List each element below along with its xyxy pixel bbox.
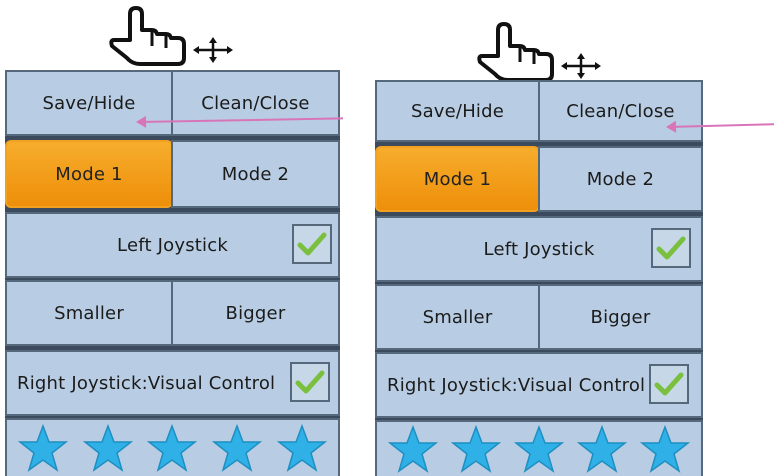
smaller-button[interactable]: Smaller — [5, 280, 173, 346]
star-icon[interactable] — [18, 424, 69, 472]
size-row: Smaller Bigger — [375, 284, 703, 350]
control-panel-2: Save/Hide Clean/Close Mode 1 Mode 2 Left… — [375, 80, 703, 476]
left-joystick-label: Left Joystick — [375, 216, 703, 282]
size-row: Smaller Bigger — [5, 280, 340, 346]
star-icon[interactable] — [640, 425, 691, 473]
mode-2-button[interactable]: Mode 2 — [538, 146, 703, 212]
left-joystick-label: Left Joystick — [5, 212, 340, 278]
smaller-button[interactable]: Smaller — [375, 284, 540, 350]
right-joystick-checkbox[interactable] — [649, 364, 689, 404]
star-icon[interactable] — [577, 425, 628, 473]
checkmark-icon — [656, 236, 686, 260]
star-icon[interactable] — [450, 425, 501, 473]
mode-row: Mode 1 Mode 2 — [375, 146, 703, 212]
mode-row: Mode 1 Mode 2 — [5, 140, 340, 208]
star-icon[interactable] — [387, 425, 438, 473]
save-hide-button[interactable]: Save/Hide — [375, 80, 540, 142]
star-icon[interactable] — [212, 424, 263, 472]
star-icon[interactable] — [276, 424, 327, 472]
bigger-button[interactable]: Bigger — [538, 284, 703, 350]
right-joystick-label: Right Joystick:Visual Control — [375, 352, 703, 418]
right-joystick-row: Right Joystick:Visual Control — [375, 352, 703, 418]
right-joystick-row: Right Joystick:Visual Control — [5, 350, 340, 416]
clean-close-button[interactable]: Clean/Close — [538, 80, 703, 142]
right-joystick-label: Right Joystick:Visual Control — [5, 350, 340, 416]
star-icon[interactable] — [513, 425, 564, 473]
left-joystick-row: Left Joystick — [5, 212, 340, 278]
hand-pointer-move-icon — [100, 6, 240, 66]
checkmark-icon — [297, 232, 327, 256]
bigger-button[interactable]: Bigger — [171, 280, 340, 346]
top-row: Save/Hide Clean/Close — [375, 80, 703, 142]
control-panel-1: Save/Hide Clean/Close Mode 1 Mode 2 Left… — [5, 70, 340, 476]
mode-1-button[interactable]: Mode 1 — [375, 146, 540, 212]
checkmark-icon — [654, 372, 684, 396]
clean-close-button[interactable]: Clean/Close — [171, 70, 340, 136]
checkmark-icon — [295, 370, 325, 394]
top-row: Save/Hide Clean/Close — [5, 70, 340, 136]
star-icon[interactable] — [147, 424, 198, 472]
mode-2-button[interactable]: Mode 2 — [171, 140, 340, 208]
star-rating[interactable] — [375, 420, 703, 476]
save-hide-button[interactable]: Save/Hide — [5, 70, 173, 136]
left-joystick-checkbox[interactable] — [651, 228, 691, 268]
hand-pointer-move-icon — [468, 22, 608, 82]
star-rating[interactable] — [5, 418, 340, 476]
left-joystick-row: Left Joystick — [375, 216, 703, 282]
left-joystick-checkbox[interactable] — [292, 224, 332, 264]
star-icon[interactable] — [82, 424, 133, 472]
right-joystick-checkbox[interactable] — [290, 362, 330, 402]
mode-1-button[interactable]: Mode 1 — [5, 140, 173, 208]
